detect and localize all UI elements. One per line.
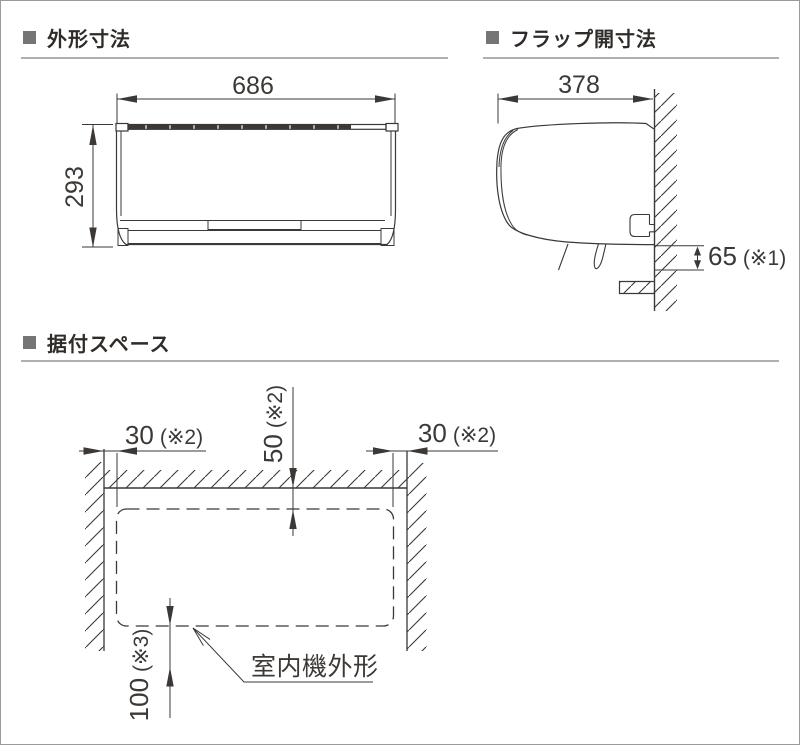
bottom-clearance-label: 100 (※3) — [124, 629, 154, 722]
bottom-clearance-dimension — [166, 598, 174, 718]
grille-left-cap — [115, 122, 129, 132]
drain-fitting — [629, 213, 655, 238]
bottom-flap-strip — [128, 230, 381, 244]
arrow-left-icon — [407, 447, 428, 455]
arrow-up-icon — [89, 125, 97, 145]
left-clearance-value: 30 — [125, 420, 154, 450]
bottom-clearance-value: 100 — [124, 678, 154, 721]
flap-open-note: (※1) — [743, 247, 786, 270]
install-space-drawing: 30 (※2) 30 (※2) 50 (※2) 100 (※3) 室内機外形 — [79, 385, 498, 722]
grille-slits — [145, 125, 339, 129]
front-panel-seam2 — [498, 130, 514, 168]
side-outline — [496, 122, 655, 246]
wall-hatching — [655, 93, 677, 311]
front-width-dimension — [116, 93, 396, 123]
bottom-clearance-note: (※3) — [130, 629, 153, 672]
arrow-up-icon — [166, 667, 174, 687]
louver-blade — [557, 243, 569, 271]
section-rule — [21, 360, 779, 362]
side-view-drawing: 378 65 (※1) — [496, 71, 786, 311]
right-clearance-dimension — [366, 447, 498, 455]
arrow-right-icon — [83, 447, 104, 455]
left-wall-hatching — [85, 462, 104, 651]
right-clearance-label: 30 (※2) — [418, 418, 496, 448]
section-title: フラップ開寸法 — [510, 29, 657, 51]
left-clearance-note: (※2) — [160, 426, 203, 449]
side-depth-dimension — [497, 93, 653, 124]
unit-outline-leader — [192, 627, 373, 683]
unit-side-profile — [496, 122, 655, 271]
section-rule — [21, 57, 448, 59]
top-clearance-dimension — [289, 387, 297, 536]
flap-open-label: 65 (※1) — [708, 241, 786, 271]
arrow-right-icon — [375, 95, 395, 103]
arrow-left-icon — [498, 95, 518, 103]
arrow-down-icon — [289, 468, 297, 488]
top-grille-dark — [128, 124, 351, 130]
arrow-left-icon — [117, 447, 137, 455]
flap-open-dimension — [655, 245, 704, 271]
arrow-up-icon — [289, 509, 297, 529]
arrow-down-icon — [89, 227, 97, 248]
display-window — [207, 220, 302, 230]
front-panel-seam — [500, 129, 528, 236]
square-bullet-icon — [23, 336, 36, 349]
arrow-right-icon — [633, 95, 653, 103]
section-title: 外形寸法 — [47, 29, 131, 51]
arrow-left-icon — [117, 95, 137, 103]
square-bullet-icon — [23, 31, 36, 44]
front-view-drawing: 686 293 — [61, 72, 399, 248]
front-width-label: 686 — [232, 72, 274, 100]
side-depth-label: 378 — [558, 71, 600, 99]
right-clearance-value: 30 — [418, 418, 447, 448]
unit-body-outline — [115, 131, 397, 246]
top-clearance-value: 50 — [258, 434, 288, 463]
right-wall-hatching — [407, 463, 427, 651]
arrow-up-icon — [694, 246, 701, 256]
section-header-flap: フラップ開寸法 — [486, 23, 657, 52]
indoor-unit-dashed-outline — [115, 508, 395, 627]
section-rule — [483, 57, 779, 59]
flap-section-hatch — [619, 281, 654, 294]
flap-open-value: 65 — [708, 241, 737, 271]
flap-right-cap — [380, 228, 395, 246]
unit-outline-label: 室内機外形 — [251, 653, 379, 681]
left-clearance-label: 30 (※2) — [125, 420, 203, 450]
ceiling-hatching — [104, 470, 407, 488]
flap-left-cap — [117, 228, 129, 246]
front-height-label: 293 — [61, 166, 89, 208]
arrow-down-icon — [694, 260, 701, 270]
grille-right-cap — [385, 122, 399, 132]
louver-blade2 — [593, 243, 607, 270]
section-title: 据付スペース — [47, 334, 171, 356]
section-header-install: 据付スペース — [23, 328, 171, 357]
right-clearance-note: (※2) — [453, 424, 496, 447]
flap-section-outline — [618, 280, 655, 295]
arrow-down-icon — [166, 606, 174, 626]
arrow-right-icon — [373, 447, 393, 455]
square-bullet-icon — [486, 31, 499, 44]
left-clearance-dimension — [79, 447, 206, 455]
front-height-dimension — [82, 124, 113, 248]
top-clearance-label: 50 (※2) — [258, 385, 288, 463]
section-header-outline: 外形寸法 — [23, 23, 131, 52]
top-clearance-note: (※2) — [264, 385, 287, 428]
